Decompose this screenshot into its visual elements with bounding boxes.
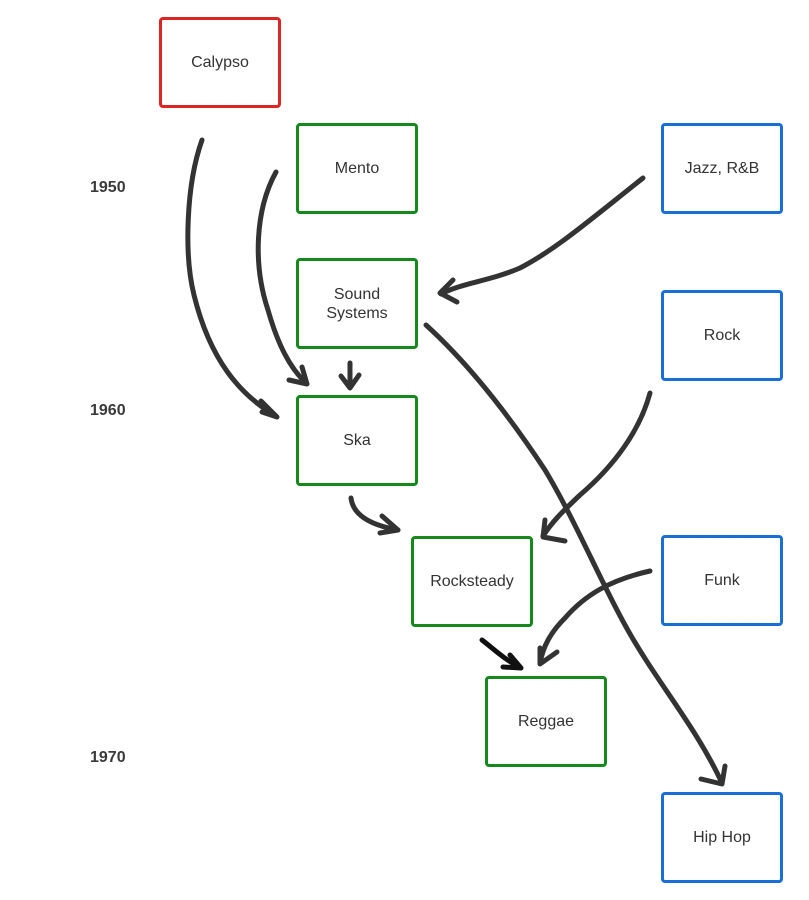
- arrow-funk-to-reggae: [537, 568, 653, 667]
- year-label-1960: 1960: [90, 402, 126, 419]
- arrow-ska-to-rocksteady-line: [348, 495, 401, 533]
- arrow-jazz-rb-to-sound-systems: [437, 175, 646, 305]
- arrow-rock-to-rocksteady: [540, 390, 653, 544]
- arrow-sound-systems-to-hip-hop-head: [698, 763, 728, 787]
- node-ska-label: Ska: [343, 432, 371, 449]
- arrow-calypso-to-ska: [185, 137, 280, 420]
- arrow-funk-to-reggae-head: [537, 645, 560, 667]
- arrow-calypso-to-ska-line: [185, 137, 279, 419]
- arrow-mento-to-ska: [255, 169, 310, 387]
- arrow-sound-systems-to-hip-hop-line: [423, 322, 725, 786]
- node-rock[interactable]: Rock: [661, 290, 783, 381]
- arrow-mento-to-ska-line: [255, 169, 309, 386]
- arrow-ska-to-rocksteady-head: [377, 513, 401, 536]
- arrow-rock-to-rocksteady-head: [540, 517, 568, 544]
- arrow-rock-to-rocksteady-line: [540, 390, 653, 539]
- node-reggae-label: Reggae: [517, 713, 575, 730]
- node-jazz-rb-label: Jazz, R&B: [684, 160, 760, 177]
- arrow-calypso-to-ska-head: [258, 398, 280, 420]
- arrow-rocksteady-to-reggae-head: [500, 652, 524, 671]
- node-hip-hop-label: Hip Hop: [693, 829, 751, 846]
- arrow-sound-systems-to-hip-hop: [423, 322, 728, 787]
- node-ska[interactable]: Ska: [296, 395, 418, 486]
- node-rocksteady-label: Rocksteady: [430, 573, 514, 590]
- node-sound-systems[interactable]: Sound Systems: [296, 258, 418, 349]
- year-label-1950: 1950: [90, 179, 126, 196]
- node-calypso-label: Calypso: [191, 54, 249, 71]
- node-rock-label: Rock: [703, 327, 741, 344]
- arrow-mento-to-ska-head: [286, 364, 310, 387]
- year-label-1970: 1970: [90, 749, 126, 766]
- arrow-ska-to-rocksteady: [348, 495, 401, 536]
- arrow-sound-systems-to-ska-head: [338, 372, 362, 391]
- node-sound-systems-label: Sound Systems: [326, 285, 388, 322]
- node-calypso[interactable]: Calypso: [159, 17, 281, 108]
- node-hip-hop[interactable]: Hip Hop: [661, 792, 783, 883]
- node-mento[interactable]: Mento: [296, 123, 418, 214]
- arrow-funk-to-reggae-line: [537, 568, 653, 666]
- arrow-rocksteady-to-reggae: [479, 637, 524, 671]
- arrow-jazz-rb-to-sound-systems-head: [437, 277, 460, 305]
- node-reggae[interactable]: Reggae: [485, 676, 607, 767]
- node-funk[interactable]: Funk: [661, 535, 783, 626]
- arrow-sound-systems-to-ska: [338, 360, 362, 391]
- node-funk-label: Funk: [704, 572, 740, 589]
- node-jazz-rb[interactable]: Jazz, R&B: [661, 123, 783, 214]
- arrow-jazz-rb-to-sound-systems-line: [438, 175, 646, 297]
- node-mento-label: Mento: [334, 160, 380, 177]
- node-rocksteady[interactable]: Rocksteady: [411, 536, 533, 627]
